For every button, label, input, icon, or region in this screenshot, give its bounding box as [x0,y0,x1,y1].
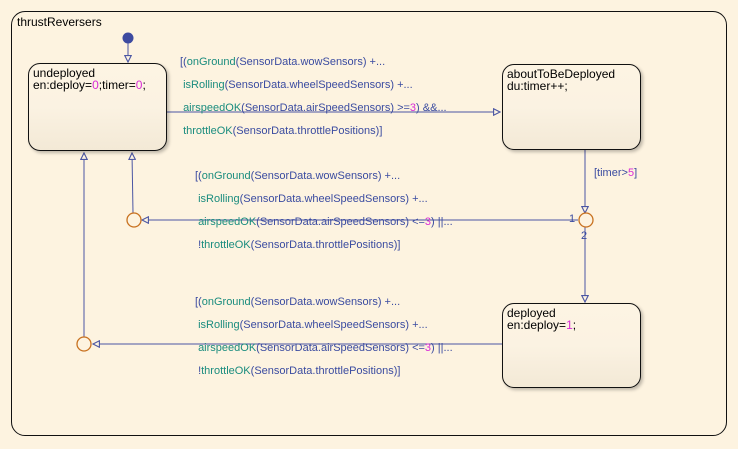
chart-title: thrustReversers [17,15,102,29]
priority-label-2: 2 [581,230,588,242]
connective-junction-right[interactable] [578,212,594,228]
connective-junction-bottom[interactable] [76,336,92,352]
transition-label-back-from-deployed[interactable]: [(onGround(SensorData.wowSensors) +... i… [195,295,453,377]
state-undeployed[interactable]: undeployed en:deploy=0;timer=0; [28,63,167,151]
state-name: undeployed [33,66,96,80]
transition-left-junction-to-undeployed[interactable] [132,153,133,214]
state-about-to-be-deployed[interactable]: aboutToBeDeployed du:timer++; [502,64,641,150]
priority-label-1: 1 [569,213,576,225]
transition-label-back-from-about[interactable]: [(onGround(SensorData.wowSensors) +... i… [195,169,453,251]
state-deployed[interactable]: deployed en:deploy=1; [502,303,641,388]
connective-junction-left[interactable] [126,212,142,228]
transition-label-to-about[interactable]: [(onGround(SensorData.wowSensors) +... i… [180,55,447,137]
default-transition-dot[interactable] [122,32,134,44]
state-name: deployed [507,306,556,320]
state-action: en:deploy=1; [507,318,577,332]
state-action: en:deploy=0;timer=0; [33,78,146,92]
state-action: du:timer++; [507,79,568,93]
transition-label-timer[interactable]: [timer>5] [594,167,638,179]
state-name: aboutToBeDeployed [507,67,616,81]
